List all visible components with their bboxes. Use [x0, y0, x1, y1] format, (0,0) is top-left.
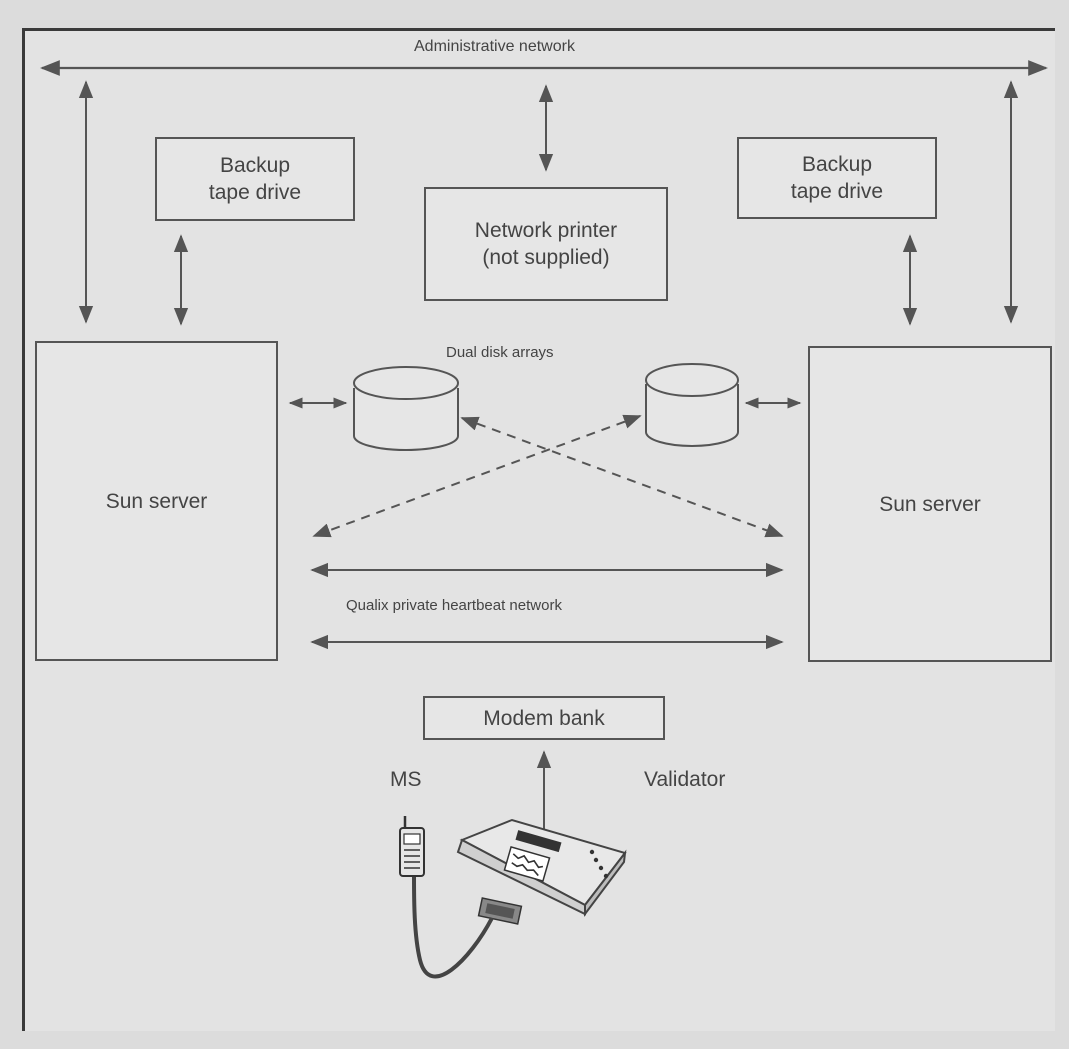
validator-label: Validator — [644, 768, 726, 791]
backup-tape-drive-right: Backup tape drive — [737, 137, 937, 219]
dual-disk-arrays-label: Dual disk arrays — [446, 344, 554, 361]
admin-network-label: Administrative network — [414, 38, 575, 55]
sun-server-left: Sun server — [35, 341, 278, 661]
modem-bank: Modem bank — [423, 696, 665, 740]
validator-cable — [412, 874, 494, 979]
mobile-phone-icon — [399, 816, 425, 877]
ms-label: MS — [390, 768, 422, 791]
disk-cylinder-icon — [353, 366, 459, 451]
sun-server-right: Sun server — [808, 346, 1052, 662]
disk-cylinder-icon — [645, 363, 739, 447]
validator-device-icon — [456, 818, 627, 925]
cross-connection-dashed-2 — [312, 414, 642, 538]
heartbeat-network-label: Qualix private heartbeat network — [346, 597, 562, 614]
network-printer: Network printer (not supplied) — [424, 187, 668, 301]
backup-tape-drive-left: Backup tape drive — [155, 137, 355, 221]
